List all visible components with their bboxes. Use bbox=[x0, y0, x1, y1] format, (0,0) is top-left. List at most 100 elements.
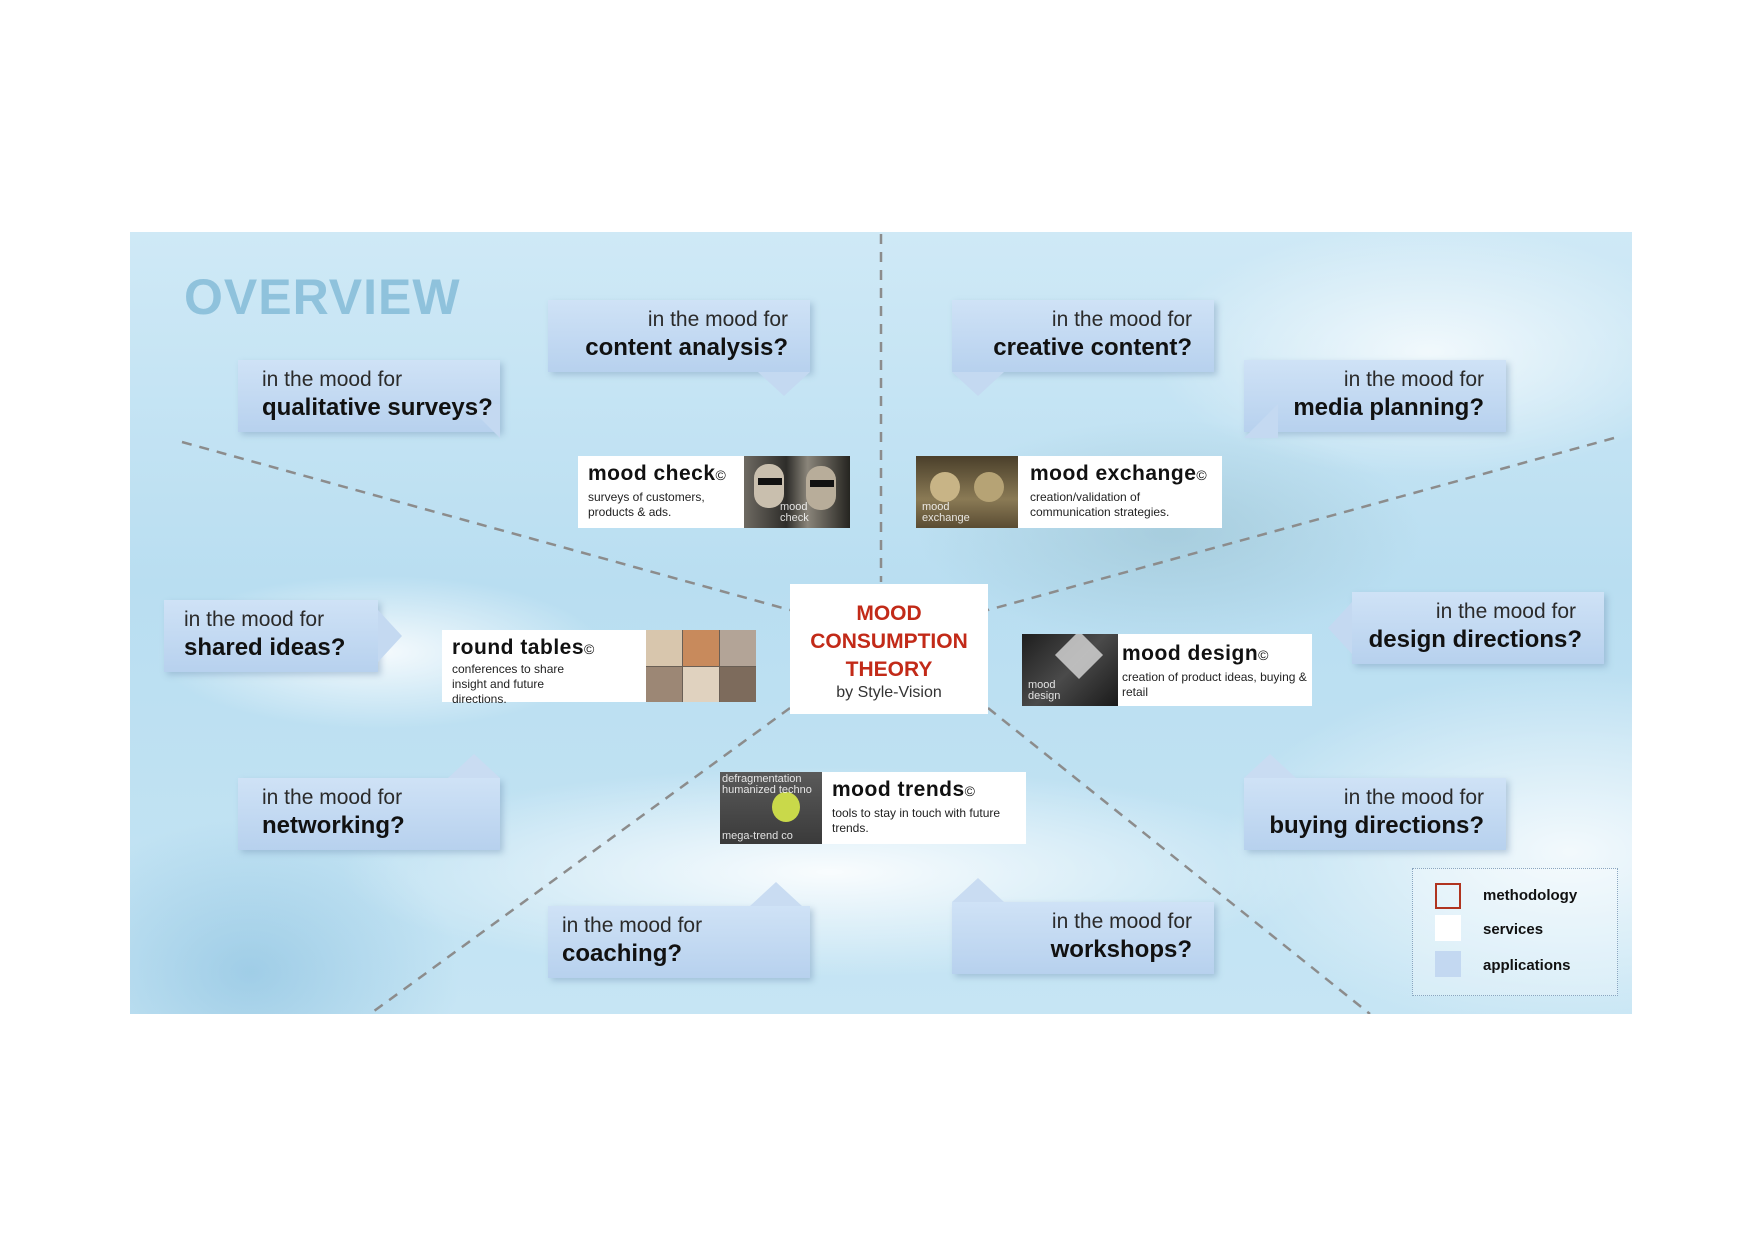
copyright-mark: © bbox=[1196, 467, 1208, 483]
application-topic: workshops? bbox=[1050, 936, 1192, 963]
person-silhouette bbox=[754, 464, 784, 508]
person-silhouette bbox=[806, 466, 836, 510]
photo-caption: exchange bbox=[922, 512, 970, 524]
application-creative-content: in the mood for creative content? bbox=[952, 300, 1214, 396]
legend: methodology services applications bbox=[1412, 868, 1618, 996]
divider-line-left bbox=[181, 440, 791, 612]
application-topic: media planning? bbox=[1293, 394, 1484, 421]
copyright-mark: © bbox=[715, 467, 727, 483]
divider-line-bottom-left bbox=[369, 706, 791, 1014]
pointer-arrow bbox=[758, 372, 810, 396]
methodology-title: MOOD CONSUMPTION THEORY bbox=[810, 602, 968, 681]
application-topic: networking? bbox=[262, 812, 405, 839]
portrait-tile bbox=[646, 630, 682, 666]
photo-caption: mood bbox=[922, 501, 950, 513]
mood-trends-photo: defragmentation humanized techno mega-tr… bbox=[720, 772, 822, 844]
head-silhouette bbox=[772, 792, 800, 822]
divider-line-right bbox=[987, 436, 1615, 612]
application-media-planning: in the mood for media planning? bbox=[1244, 360, 1506, 438]
pointer-arrow bbox=[952, 878, 1004, 902]
application-topic: creative content? bbox=[993, 334, 1192, 361]
pointer-arrow bbox=[750, 882, 802, 906]
application-workshops: in the mood for workshops? bbox=[952, 878, 1214, 974]
service-description: surveys of customers, products & ads. bbox=[588, 490, 705, 519]
service-description: conferences to share insight and future … bbox=[452, 662, 565, 706]
photo-caption: design bbox=[1028, 690, 1061, 702]
photo-caption: mood bbox=[780, 501, 808, 513]
legend-label-services: services bbox=[1483, 921, 1544, 938]
copyright-mark: © bbox=[1258, 647, 1269, 663]
overview-slide: OVERVIEW in the mood for content analysi… bbox=[130, 232, 1632, 1014]
application-topic: design directions? bbox=[1368, 626, 1582, 653]
application-topic: qualitative surveys? bbox=[262, 394, 493, 421]
service-mood-exchange: mood exchange mood exchange© creation/va… bbox=[916, 456, 1222, 528]
legend-label-applications: applications bbox=[1483, 957, 1571, 974]
service-name: mood check© bbox=[588, 462, 727, 485]
mood-check-photo: mood check bbox=[744, 456, 850, 528]
application-topic: shared ideas? bbox=[184, 634, 346, 661]
methodology-subtitle: by Style-Vision bbox=[836, 684, 942, 701]
legend-swatch-applications bbox=[1435, 951, 1461, 977]
service-name: mood exchange© bbox=[1030, 462, 1208, 485]
mood-prefix: in the mood for bbox=[1051, 308, 1192, 331]
application-topic: coaching? bbox=[562, 940, 683, 967]
hand-silhouette bbox=[930, 472, 960, 502]
legend-swatch-methodology bbox=[1435, 883, 1461, 909]
divider-lines bbox=[181, 234, 1615, 1014]
sunglasses-icon bbox=[758, 478, 782, 485]
portrait-tile bbox=[683, 630, 719, 666]
gem-shape bbox=[1054, 634, 1104, 680]
mood-design-photo: mood design bbox=[1022, 634, 1118, 706]
photo-caption: check bbox=[780, 512, 809, 524]
portrait-tile bbox=[720, 667, 756, 702]
service-mood-design: mood design mood design© creation of pro… bbox=[1022, 634, 1312, 706]
copyright-mark: © bbox=[584, 641, 595, 657]
mood-prefix: in the mood for bbox=[184, 608, 325, 631]
service-name: mood trends© bbox=[832, 778, 976, 801]
mood-prefix: in the mood for bbox=[1343, 786, 1484, 809]
portrait-tile bbox=[646, 667, 682, 702]
photo-caption: defragmentation bbox=[722, 773, 802, 785]
service-name: round tables© bbox=[452, 636, 595, 659]
round-tables-photo bbox=[646, 630, 756, 702]
mood-prefix: in the mood for bbox=[262, 786, 403, 809]
mood-prefix: in the mood for bbox=[562, 914, 703, 937]
application-networking: in the mood for networking? bbox=[238, 754, 500, 850]
service-mood-check: mood check© surveys of customers, produc… bbox=[578, 456, 850, 528]
pointer-arrow bbox=[448, 754, 500, 778]
legend-label-methodology: methodology bbox=[1483, 887, 1578, 904]
legend-swatch-services bbox=[1435, 915, 1461, 941]
application-shared-ideas: in the mood for shared ideas? bbox=[164, 600, 402, 672]
service-round-tables: round tables© conferences to share insig… bbox=[442, 630, 756, 706]
page-title: OVERVIEW bbox=[184, 269, 461, 325]
pointer-arrow bbox=[952, 372, 1004, 396]
service-description: tools to stay in touch with future trend… bbox=[832, 806, 1001, 835]
application-topic: buying directions? bbox=[1269, 812, 1484, 839]
application-qualitative-surveys: in the mood for qualitative surveys? bbox=[238, 360, 500, 438]
pointer-arrow bbox=[378, 610, 402, 662]
portrait-tile bbox=[683, 667, 719, 702]
mood-prefix: in the mood for bbox=[1435, 600, 1576, 623]
service-name: mood design© bbox=[1122, 642, 1269, 665]
methodology-center-box: MOOD CONSUMPTION THEORY by Style-Vision bbox=[790, 584, 988, 714]
mood-prefix: in the mood for bbox=[1051, 910, 1192, 933]
mood-prefix: in the mood for bbox=[647, 308, 788, 331]
divider-line-bottom-right bbox=[987, 707, 1371, 1014]
photo-caption: mood bbox=[1028, 679, 1056, 691]
service-description: creation/validation of communication str… bbox=[1030, 490, 1170, 519]
photo-caption: humanized techno bbox=[722, 784, 812, 796]
mood-prefix: in the mood for bbox=[1343, 368, 1484, 391]
portrait-tile bbox=[720, 630, 756, 666]
photo-caption: mega-trend co bbox=[722, 830, 793, 842]
pointer-arrow bbox=[1328, 602, 1352, 654]
hand-silhouette bbox=[974, 472, 1004, 502]
copyright-mark: © bbox=[964, 783, 976, 799]
pointer-arrow bbox=[1244, 404, 1278, 438]
application-buying-directions: in the mood for buying directions? bbox=[1244, 754, 1506, 850]
application-coaching: in the mood for coaching? bbox=[548, 882, 810, 978]
application-topic: content analysis? bbox=[585, 334, 788, 361]
service-mood-trends: defragmentation humanized techno mega-tr… bbox=[720, 772, 1026, 844]
mood-prefix: in the mood for bbox=[262, 368, 403, 391]
pointer-arrow bbox=[1244, 754, 1296, 778]
application-design-directions: in the mood for design directions? bbox=[1328, 592, 1604, 664]
